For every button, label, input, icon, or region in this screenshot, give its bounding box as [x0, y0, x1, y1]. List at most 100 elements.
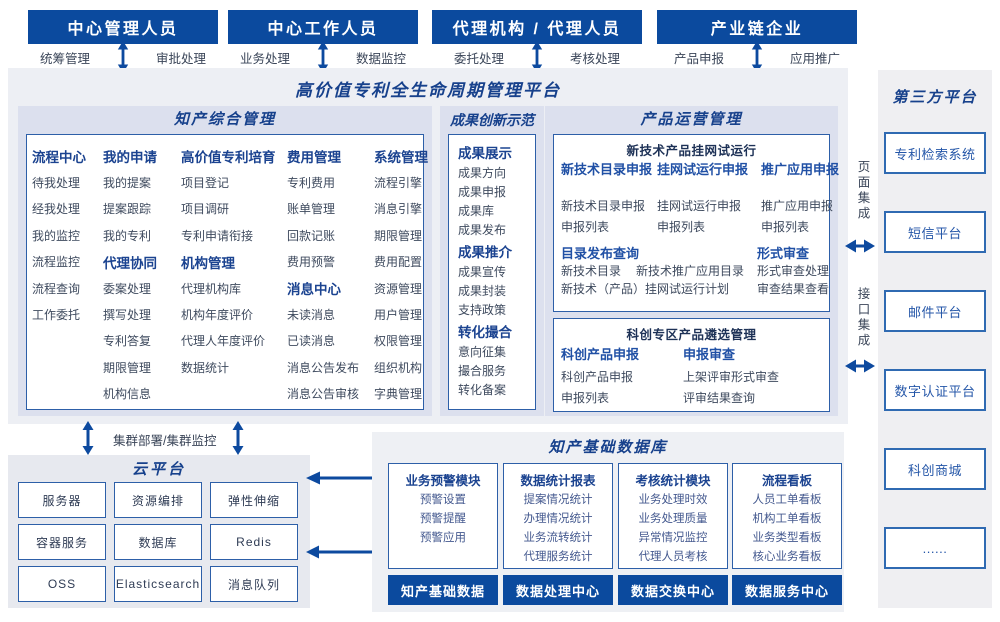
group-header: 新技术目录申报 [561, 162, 653, 177]
group-catalog-query: 目录发布查询 新技术目录 新技术推广应用目录 新技术（产品）挂网试运行计划 [561, 244, 757, 298]
menu-column-process-center: 流程中心待我处理经我处理我的监控流程监控流程查询工作委托 [32, 143, 103, 409]
group-header: 推广应用申报 [761, 162, 840, 177]
module-statistics-report: 数据统计报表 提案情况统计 办理情况统计 业务流转统计 代理服务统计 [503, 463, 613, 569]
group-item: 新技术目录申报 [561, 199, 646, 213]
menu-entry: 成果库 [458, 204, 495, 218]
third-party-platform: ...... [884, 527, 986, 569]
trial-columns: 新技术目录申报 新技术目录申报 申报列表 挂网试运行申报 挂网试运行申报 申报列… [554, 159, 839, 238]
cloud-service: Elasticsearch [114, 566, 202, 602]
group-item: 新技术（产品）挂网试运行计划 [561, 281, 730, 296]
group-formal-review: 形式审查 形式审查处理 审查结果查看 [757, 244, 829, 298]
module-item: 办理情况统计 [523, 513, 593, 525]
menu-entry: 消息引擎 [374, 202, 423, 217]
role-bar-center-staff: 中心工作人员 [228, 10, 418, 44]
module-header: 流程看板 [761, 474, 812, 488]
group-item: 审查结果查看 [756, 281, 829, 296]
role-function-label: 业务处理 [239, 51, 290, 66]
role-function-label: 产品申报 [673, 51, 724, 66]
menu-entry: 流程引擎 [374, 176, 423, 191]
menu-entry: 流程监控 [32, 255, 81, 270]
module-item: 提案情况统计 [523, 494, 593, 506]
section-title: 产品运营管理 [640, 111, 743, 128]
role-bar-industry-chain: 产业链企业 [657, 10, 857, 44]
menu-entry: 代理人年度评价 [181, 334, 266, 349]
menu-entry: 账单管理 [287, 202, 336, 217]
vertical-double-arrow-icon [82, 421, 94, 455]
module-item: 业务类型看板 [752, 532, 822, 544]
cloud-service: 资源编排 [114, 482, 202, 518]
menu-entry: 代理机构库 [181, 281, 242, 296]
ip-database-title: 知产基础数据库 [548, 439, 668, 456]
vertical-double-arrow-icon [232, 421, 244, 455]
menu-entry: 成果宣传 [458, 265, 507, 279]
module-item: 业务处理质量 [638, 513, 708, 525]
cloud-service: OSS [18, 566, 106, 602]
role-function-label: 应用推广 [790, 51, 841, 66]
menu-entry: 机构信息 [103, 387, 152, 402]
menu-entry: 我的申请 [103, 150, 157, 166]
section-product-operation: 产品运营管理 新技术产品挂网试运行 新技术目录申报 新技术目录申报 申报列表 挂… [545, 106, 839, 416]
menu-entry: 撰写处理 [103, 308, 152, 323]
cloud-service: 消息队列 [210, 566, 298, 602]
module-header: 数据统计报表 [520, 474, 596, 488]
group-header: 目录发布查询 [561, 246, 640, 261]
module-item: 人员工单看板 [752, 494, 822, 506]
group-item: 科创产品申报 [561, 370, 634, 384]
menu-entry: 费用预警 [287, 255, 336, 270]
platform-title: 高价值专利全生命周期管理平台 [295, 81, 561, 100]
role-functions-agencies: 委托处理 考核处理 [432, 41, 642, 73]
module-item: 预警提醒 [420, 513, 466, 525]
menu-entry: 项目调研 [181, 202, 230, 217]
cluster-deploy-monitor-label: 集群部署/集群监控 [113, 434, 217, 448]
menu-entry: 系统管理 [374, 150, 428, 166]
role-function-label: 数据监控 [356, 51, 407, 66]
menu-entry: 提案跟踪 [103, 202, 152, 217]
group-item: 挂网试运行申报 [657, 199, 742, 213]
module-header: 考核统计模块 [635, 474, 711, 488]
role-functions-center-managers: 统筹管理 审批处理 [28, 41, 218, 73]
menu-entry: 期限管理 [374, 228, 423, 243]
section-title: 知产综合管理 [173, 111, 276, 128]
group-item: 推广应用申报 [761, 199, 834, 213]
cloud-service: 容器服务 [18, 524, 106, 560]
section-title: 成果创新示范 [450, 112, 534, 128]
group-item: 上架评审形式审查 [683, 370, 780, 384]
menu-entry: 消息中心 [287, 282, 341, 298]
module-item: 机构工单看板 [752, 513, 822, 525]
role-function-label: 考核处理 [570, 51, 621, 66]
menu-entry: 消息公告发布 [287, 360, 360, 375]
group-item: 新技术目录 [561, 264, 622, 278]
menu-entry: 资源管理 [374, 281, 423, 296]
ip-database-panel: 知产基础数据库 业务预警模块 预警设置 预警提醒 预警应用 数据统计报表 提案情… [372, 432, 844, 612]
group-item: 申报列表 [561, 390, 610, 405]
cloud-service: 服务器 [18, 482, 106, 518]
menu-entry: 专利费用 [287, 176, 336, 191]
group-new-tech-catalog-declare: 新技术目录申报 新技术目录申报 申报列表 [561, 162, 657, 238]
menu-entry: 我的监控 [32, 228, 81, 243]
menu-entry: 数据统计 [181, 360, 230, 375]
group-scitech-product-declare: 科创产品申报 科创产品申报 申报列表 [561, 345, 683, 408]
group-header: 申报审查 [683, 347, 736, 362]
group-promotion-declare: 推广应用申报 推广应用申报 申报列表 [761, 162, 841, 238]
menu-entry: 转化撮合 [458, 324, 512, 340]
third-party-platform: 专利检索系统 [884, 132, 986, 174]
third-party-list: 专利检索系统短信平台邮件平台数字认证平台科创商城...... [884, 132, 986, 569]
menu-entry: 流程查询 [32, 281, 81, 296]
catalog-row: 新技术目录 新技术推广应用目录 [561, 263, 757, 281]
module-item: 核心业务看板 [752, 551, 822, 563]
group-header: 形式审查 [756, 246, 809, 261]
section-innovation-demo: 成果创新示范 成果展示成果方向成果申报成果库成果发布成果推介成果宣传成果封装支持… [440, 106, 544, 416]
menu-entry: 字典管理 [374, 387, 423, 402]
role-functions-industry-chain: 产品申报 应用推广 [657, 41, 857, 73]
data-layer-processing-center: 数据处理中心 [503, 575, 613, 605]
menu-entry: 委案处理 [103, 281, 152, 296]
menu-entry: 组织机构 [374, 360, 423, 375]
module-item: 业务流转统计 [523, 532, 593, 544]
selection-columns: 科创产品申报 科创产品申报 申报列表 申报审查 上架评审形式审查 评审结果查询 [554, 343, 829, 408]
role-function-label: 审批处理 [156, 51, 207, 66]
menu-entry: 消息公告审核 [287, 387, 360, 402]
menu-entry: 机构管理 [181, 255, 235, 271]
role-bar-center-managers: 中心管理人员 [28, 10, 218, 44]
